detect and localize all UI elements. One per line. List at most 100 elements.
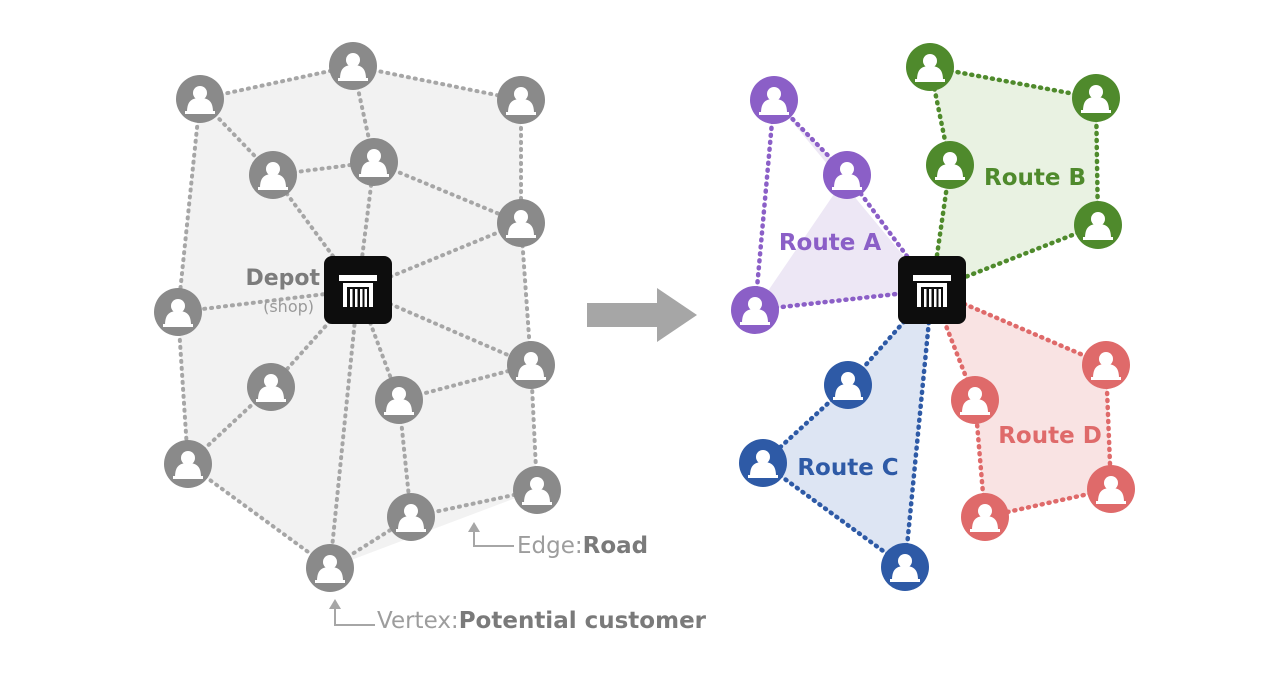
customer-vertex (497, 76, 545, 124)
person-icon (1096, 476, 1126, 504)
route-d-customer (1087, 465, 1135, 513)
person-icon (915, 54, 945, 82)
person-icon (516, 352, 546, 380)
person-icon (740, 297, 770, 325)
route-b-customer (1072, 74, 1120, 122)
customer-vertex (375, 376, 423, 424)
person-icon (1081, 85, 1111, 113)
route-d-customer (1082, 341, 1130, 389)
person-icon (1091, 352, 1121, 380)
vertex-annotation: Vertex:Potential customer (329, 599, 707, 634)
customer-vertex (507, 341, 555, 389)
customer-vertex (176, 75, 224, 123)
person-icon (258, 162, 288, 190)
route-c-customer (824, 361, 872, 409)
route-a-customer (823, 151, 871, 199)
person-icon (832, 162, 862, 190)
customer-vertex (154, 288, 202, 336)
person-icon (960, 387, 990, 415)
edge-pointer (473, 530, 514, 547)
person-icon (759, 87, 789, 115)
vertex-pointer (334, 608, 375, 626)
customer-vertex (247, 363, 295, 411)
person-icon (384, 387, 414, 415)
road-edge (176, 97, 202, 314)
vertex-annotation-text: Vertex:Potential customer (377, 608, 707, 634)
route-a-customer (731, 286, 779, 334)
customer-vertex (306, 544, 354, 592)
store-icon (913, 275, 951, 307)
left-depot (324, 256, 392, 324)
person-icon (890, 554, 920, 582)
road-edge (186, 462, 332, 570)
edge-annotation: Edge:Road (468, 522, 648, 559)
route-d-region (932, 290, 1111, 517)
person-icon (748, 450, 778, 478)
right-depot (898, 256, 966, 324)
route-c-edge (902, 287, 935, 570)
person-icon (506, 87, 536, 115)
customer-vertex (249, 151, 297, 199)
customer-vertex (387, 493, 435, 541)
route-b-region (930, 67, 1098, 290)
vertex-pointer-head (329, 599, 341, 609)
edge-name: Road (583, 533, 649, 559)
route-a-customer (750, 76, 798, 124)
arrow-right-icon (587, 288, 697, 342)
route-a-label: Route A (779, 230, 881, 256)
route-d-vertices (951, 341, 1135, 541)
road-edge (351, 64, 523, 102)
edge-prefix: Edge: (517, 533, 583, 559)
person-icon (256, 374, 286, 402)
person-icon (396, 504, 426, 532)
depot-sublabel: (shop) (263, 297, 314, 316)
customer-vertex (513, 466, 561, 514)
route-c-label: Route C (797, 455, 898, 481)
store-icon (339, 275, 377, 307)
customer-vertex (164, 440, 212, 488)
person-icon (935, 152, 965, 180)
edge-pointer-head (468, 522, 480, 532)
route-b-customer (1074, 201, 1122, 249)
person-icon (163, 299, 193, 327)
route-d-customer (951, 376, 999, 424)
route-c-customer (739, 439, 787, 487)
left-graph: Depot (shop) (154, 42, 561, 592)
road-edge (198, 64, 355, 101)
vertex-prefix: Vertex: (377, 608, 459, 634)
route-b-vertices (906, 43, 1122, 249)
road-edge (328, 288, 360, 570)
route-b-customer (906, 43, 954, 91)
customer-vertex (350, 138, 398, 186)
depot-box (324, 256, 392, 324)
person-icon (506, 210, 536, 238)
route-c-edge (760, 460, 908, 570)
person-icon (315, 555, 345, 583)
right-routes: Route A Route B Route C Route D (731, 43, 1135, 591)
route-b-customer (926, 141, 974, 189)
customer-vertex (497, 199, 545, 247)
route-c-vertices (739, 361, 929, 591)
person-icon (1083, 212, 1113, 240)
person-icon (185, 86, 215, 114)
customer-vertex (329, 42, 377, 90)
road-edge (176, 310, 190, 466)
road-edge (186, 385, 273, 466)
person-icon (833, 372, 863, 400)
left-graph-vertices (154, 42, 561, 592)
person-icon (173, 451, 203, 479)
route-d-customer (961, 493, 1009, 541)
route-a-region (755, 100, 932, 310)
person-icon (338, 53, 368, 81)
route-b-edge (927, 64, 1099, 101)
person-icon (970, 504, 1000, 532)
route-c-customer (881, 543, 929, 591)
route-c-region (763, 290, 932, 567)
depot-label: Depot (245, 266, 320, 291)
route-d-label: Route D (998, 423, 1102, 449)
vertex-name: Potential customer (459, 608, 707, 634)
person-icon (359, 149, 389, 177)
road-edge (372, 160, 523, 225)
